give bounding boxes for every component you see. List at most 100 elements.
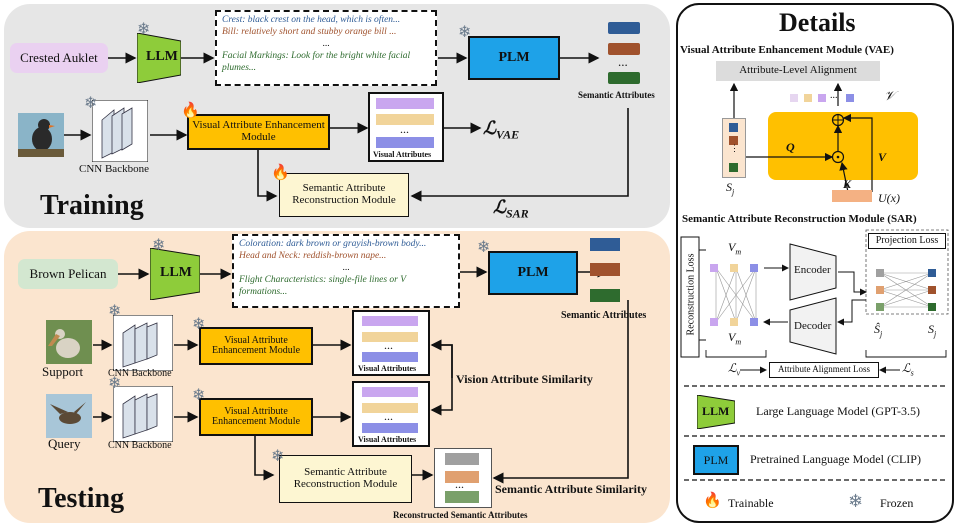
attribute-level-alignment: Attribute-Level Alignment: [716, 61, 880, 81]
legend-frozen: Frozen: [880, 496, 914, 510]
k-label: K: [843, 177, 852, 191]
semantic-attribute-similarity: Semantic Attribute Similarity: [495, 482, 647, 496]
legend-plm-desc: Pretrained Language Model (CLIP): [750, 452, 921, 466]
v-label: V: [878, 150, 887, 164]
sj-hat-label: Ŝj: [874, 322, 883, 339]
llm-label-testing: LLM: [160, 265, 192, 280]
trainable-icon: 🔥: [181, 101, 200, 119]
visual-attribute-box-support: ... Visual Attributes: [352, 310, 430, 376]
frozen-icon: ❄: [137, 19, 151, 38]
q-label: Q: [786, 140, 795, 154]
reconstructed-attribute-box: ...: [434, 448, 492, 508]
query-image: [46, 394, 92, 438]
plm-box-training: PLM: [468, 36, 560, 80]
v-symbol: 𝒱: [884, 88, 895, 103]
description-line: Coloration: dark brown or grayish-brown …: [239, 239, 427, 249]
encoder-shape: [789, 243, 837, 301]
trainable-icon: 🔥: [703, 491, 722, 509]
vae-module-query: Visual Attribute Enhancement Module: [199, 398, 313, 436]
ux-label: U(x): [878, 191, 900, 205]
description-line: Crest: black crest on the head, which is…: [222, 15, 401, 25]
reconstruction-loss-box: [680, 236, 700, 358]
reconstruction-loss-label: Reconstruction Loss: [685, 253, 697, 336]
sj-label-vae: Sj: [726, 180, 735, 197]
trainable-icon: 🔥: [271, 163, 290, 181]
description-box-training: Crest: black crest on the head, which is…: [215, 10, 437, 86]
frozen-icon: ❄: [271, 446, 285, 465]
plm-box-testing: PLM: [488, 251, 578, 295]
cnn-backbone-caption-query: CNN Backbone: [108, 440, 172, 451]
legend-llm-abbr: LLM: [702, 404, 730, 418]
bird-image-training: [18, 113, 64, 157]
loss-sar: ℒSAR: [493, 197, 529, 221]
decoder-shape: [789, 297, 837, 355]
description-line: Head and Neck: reddish-brown nape...: [239, 251, 387, 261]
encoder-label: Encoder: [794, 264, 831, 276]
semantic-attributes-caption-training: Semantic Attributes: [578, 90, 655, 100]
semantic-column-sj: ⋮: [722, 118, 746, 178]
description-line: ...: [322, 39, 330, 49]
frozen-icon: ❄: [458, 22, 472, 41]
ls-label: ℒs: [902, 361, 914, 378]
testing-title: Testing: [38, 483, 125, 514]
vae-module-training: Visual Attribute Enhancement Module: [187, 114, 330, 150]
semantic-attribute-stack-testing: [584, 236, 628, 306]
attention-block: [768, 112, 918, 180]
lv-label: ℒv: [728, 361, 741, 378]
frozen-icon: ❄: [477, 237, 491, 256]
decoder-label: Decoder: [794, 320, 832, 332]
legend-llm-icon: [697, 395, 735, 429]
frozen-icon: ❄: [108, 373, 122, 392]
llm-label-training: LLM: [146, 49, 178, 64]
projection-loss-box: Projection Loss: [868, 233, 946, 249]
description-line: Facial Markings: Look for the bright whi…: [222, 51, 411, 73]
support-image: [46, 320, 92, 364]
details-title: Details: [779, 8, 856, 37]
visual-attributes-caption: Visual Attributes: [358, 435, 417, 444]
v-token-row: ...: [790, 90, 866, 104]
cnn-backbone-caption-support: CNN Backbone: [108, 368, 172, 379]
legend-llm-desc: Large Language Model (GPT-3.5): [756, 404, 920, 418]
legend-trainable: Trainable: [728, 496, 774, 510]
loss-vae: ℒVAE: [483, 118, 520, 142]
legend-plm-icon: PLM: [693, 445, 739, 475]
frozen-icon: ❄: [152, 235, 166, 254]
vae-header: Visual Attribute Enhancement Module (VAE…: [680, 44, 894, 56]
description-line: Bill: relatively short and stubby orange…: [222, 27, 397, 37]
vision-attribute-similarity: Vision Attribute Similarity: [456, 372, 593, 386]
frozen-icon: ❄: [84, 93, 98, 112]
visual-attributes-caption: Visual Attributes: [358, 364, 417, 373]
semantic-attributes-caption-testing: Semantic Attributes: [561, 310, 647, 321]
visual-attribute-box-query: ... Visual Attributes: [352, 381, 430, 447]
class-label-brown-pelican: Brown Pelican: [18, 259, 118, 289]
description-line: Flight Characteristics: single-file line…: [239, 275, 406, 297]
visual-attribute-box-training: ... Visual Attributes: [368, 92, 444, 162]
frozen-icon: ❄: [848, 491, 864, 512]
reconstructed-caption: Reconstructed Semantic Attributes: [393, 510, 528, 520]
class-label-crested-auklet: Crested Auklet: [10, 43, 108, 73]
training-title: Training: [40, 190, 144, 221]
cnn-backbone-caption-training: CNN Backbone: [79, 163, 149, 175]
frozen-icon: ❄: [192, 385, 206, 404]
sar-header: Semantic Attribute Reconstruction Module…: [682, 213, 917, 225]
description-box-testing: Coloration: dark brown or grayish-brown …: [232, 234, 460, 308]
query-label: Query: [48, 436, 81, 451]
sj-label-sar: Sj: [928, 322, 937, 339]
sar-module-testing: Semantic Attribute Reconstruction Module: [279, 455, 412, 503]
vm-label-top: Vm: [728, 240, 742, 257]
cnn-backbone-support: [113, 315, 173, 371]
vm-label-bottom: Vm: [728, 330, 742, 347]
frozen-icon: ❄: [108, 301, 122, 320]
cnn-backbone-training: [92, 100, 148, 162]
attribute-alignment-loss-box: Attribute Alignment Loss: [769, 362, 879, 378]
support-label: Support: [42, 364, 84, 379]
visual-attributes-caption: Visual Attributes: [373, 150, 432, 159]
llm-trapezoid-testing: [150, 248, 200, 300]
cnn-backbone-query: [113, 386, 173, 442]
testing-panel: [4, 231, 670, 523]
llm-trapezoid-training: [137, 33, 181, 83]
graph-nodes: [710, 264, 936, 326]
semantic-attribute-stack-training: ...: [602, 22, 646, 88]
description-line: ...: [342, 263, 350, 273]
sar-module-training: Semantic Attribute Reconstruction Module: [279, 173, 409, 217]
